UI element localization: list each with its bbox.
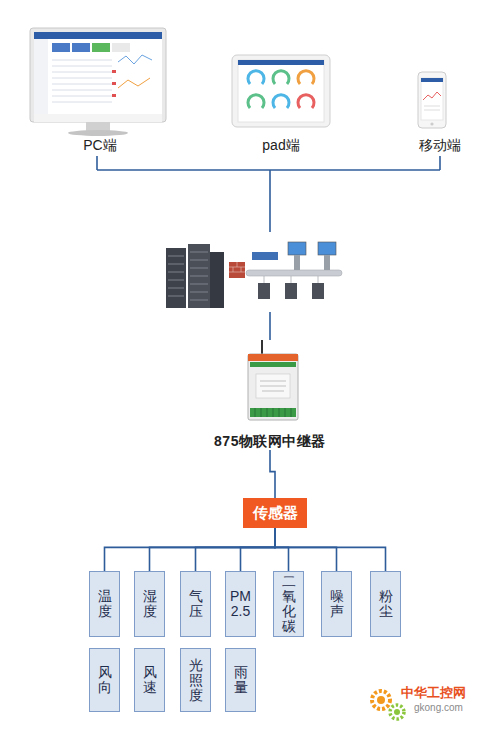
node-label: 噪声 <box>326 589 348 619</box>
node-label: 二氧化碳 <box>278 574 300 634</box>
node-label: PC端 <box>83 136 116 154</box>
node-label: 粉尘 <box>375 589 397 619</box>
sensor-box: 二氧化碳 <box>273 571 304 637</box>
sensor-hub-box: 传感器 <box>243 498 307 528</box>
connector-line <box>196 528 276 571</box>
node-label: PM 2.5 <box>230 589 252 619</box>
phone-illustration <box>418 72 446 128</box>
connector-line <box>275 528 289 571</box>
relay-device: 875物联网中继器 <box>195 338 345 450</box>
connector-line <box>150 528 276 571</box>
node-label: 风速 <box>139 665 161 695</box>
sensor-box: 湿度 <box>134 571 165 637</box>
sensor-box: 风速 <box>134 648 165 712</box>
node-label: 传感器 <box>253 504 298 522</box>
connector-line <box>241 528 276 571</box>
node-label: 气压 <box>185 589 207 619</box>
node-label: 光照度 <box>185 658 207 703</box>
client-device: 移动端 <box>405 68 475 154</box>
pad-illustration <box>232 55 330 127</box>
sensor-box: 噪声 <box>321 571 352 637</box>
sensor-box: 气压 <box>180 571 211 637</box>
node-label: 湿度 <box>139 589 161 619</box>
sensor-box: 光照度 <box>180 648 211 712</box>
sensor-box: 温度 <box>89 571 120 637</box>
sensor-box: 雨量 <box>225 648 256 712</box>
client-device: PC端 <box>28 25 172 154</box>
client-device: pad端 <box>228 50 334 154</box>
sensor-box: PM 2.5 <box>225 571 256 637</box>
network-wire <box>97 156 440 340</box>
node-label: 雨量 <box>230 665 252 695</box>
node-label: 温度 <box>94 589 116 619</box>
watermark-text: 中华工控网 <box>401 684 466 702</box>
node-label: pad端 <box>262 136 299 154</box>
node-label: 风向 <box>94 665 116 695</box>
connector-line <box>275 528 386 571</box>
connector-line <box>105 528 276 571</box>
connector-line <box>270 450 275 498</box>
relay-illustration <box>248 340 298 420</box>
sensor-box: 粉尘 <box>370 571 401 637</box>
pc-illustration <box>30 28 166 136</box>
node-label: 875物联网中继器 <box>214 432 326 450</box>
node-label: 移动端 <box>419 136 461 154</box>
server-illustration <box>166 242 342 308</box>
connector-line <box>275 528 337 571</box>
watermark-logo <box>372 691 404 719</box>
sensor-box: 风向 <box>89 648 120 712</box>
watermark-text: gkong.com <box>414 702 463 713</box>
